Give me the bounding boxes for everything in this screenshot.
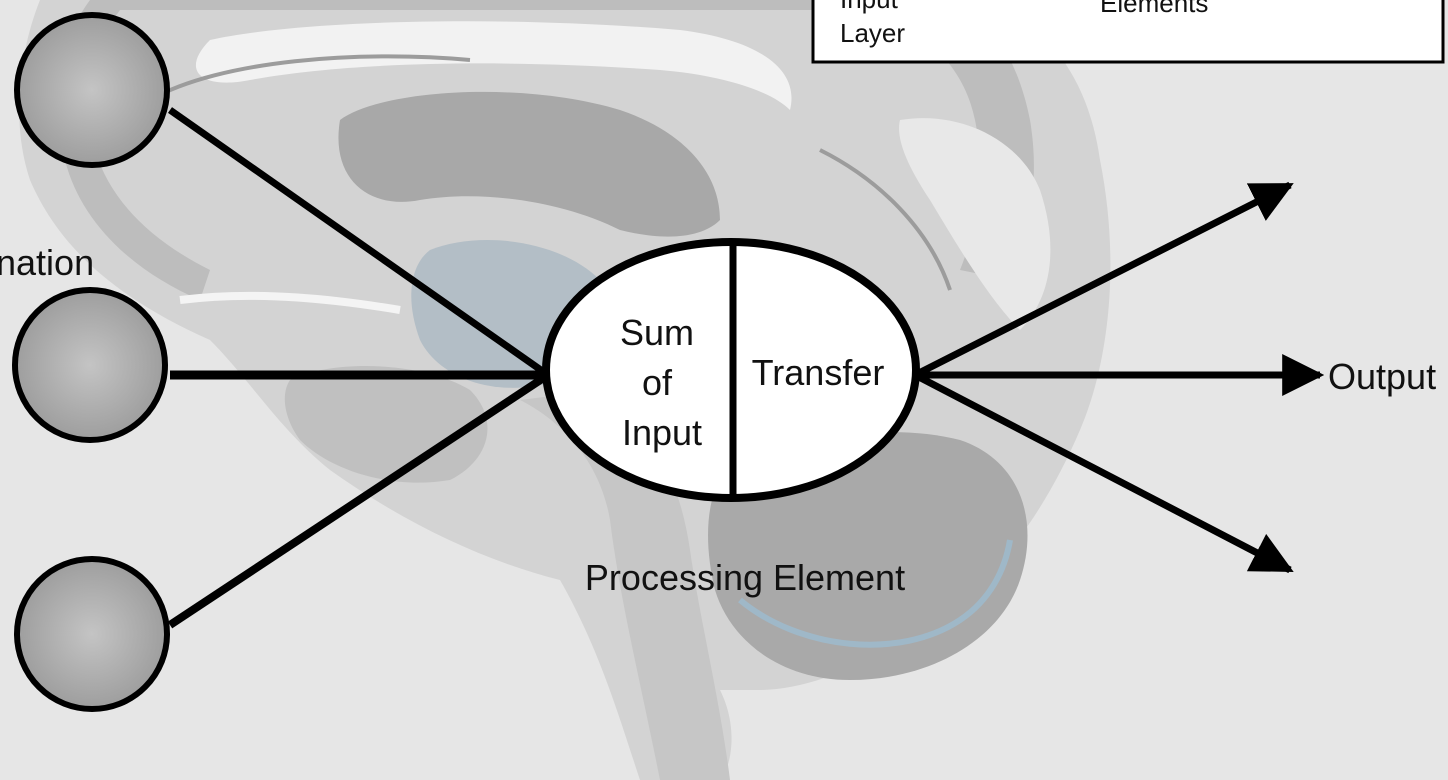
processing-element: Sum of Input Transfer — [546, 242, 916, 498]
sum-label-line3: Input — [622, 412, 702, 453]
legend-elements: Elements — [1100, 0, 1208, 18]
output-label: Output — [1328, 356, 1436, 397]
sum-label-line1: Sum — [620, 312, 694, 353]
sum-label-line2: of — [642, 362, 673, 403]
input-node-2 — [15, 290, 165, 440]
transfer-label: Transfer — [752, 352, 885, 393]
legend-input-layer-line1: Input — [840, 0, 899, 14]
processing-element-caption: Processing Element — [585, 557, 905, 598]
input-node-1 — [17, 15, 167, 165]
input-layer — [15, 15, 167, 709]
legend-input-layer-line2: Layer — [840, 18, 905, 48]
input-node-3 — [17, 559, 167, 709]
brain-temporal — [285, 366, 488, 483]
legend-box: Input Layer Elements — [813, 0, 1443, 62]
input-information-label-fragment: nation — [0, 242, 94, 283]
